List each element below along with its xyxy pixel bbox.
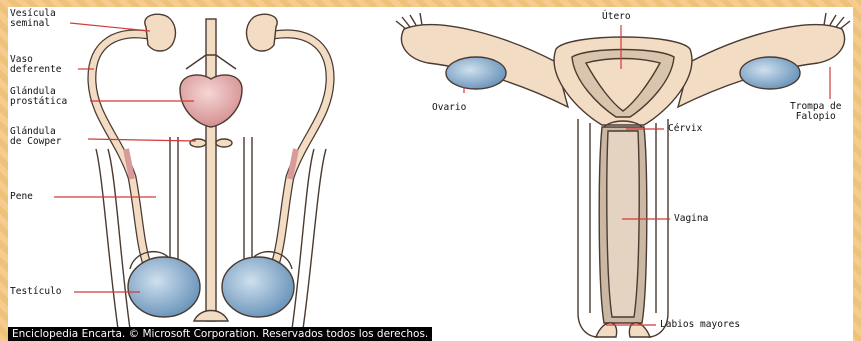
label-cowper-gland: Glándula de Cowper (10, 127, 61, 147)
label-uterus: Útero (602, 12, 631, 22)
male-system (92, 14, 330, 329)
label-labia-majora: Labios mayores (660, 320, 740, 330)
label-ovary: Ovario (432, 103, 466, 113)
label-seminal-vesicle: Vesícula seminal (10, 9, 56, 29)
label-vagina: Vagina (674, 214, 708, 224)
copyright-credit: Enciclopedia Encarta. © Microsoft Corpor… (8, 327, 432, 341)
label-penis: Pene (10, 192, 33, 202)
label-prostate: Glándula prostática (10, 87, 67, 107)
anatomy-diagram: Vesícula seminal Vaso deferente Glándula… (8, 7, 853, 341)
anatomy-illustration (8, 7, 853, 341)
label-testicle: Testículo (10, 287, 61, 297)
label-cervix: Cérvix (668, 124, 702, 134)
female-system (396, 13, 850, 337)
label-fallopian-tube: Trompa de Falopio (790, 102, 841, 122)
label-vas-deferens: Vaso deferente (10, 55, 61, 75)
